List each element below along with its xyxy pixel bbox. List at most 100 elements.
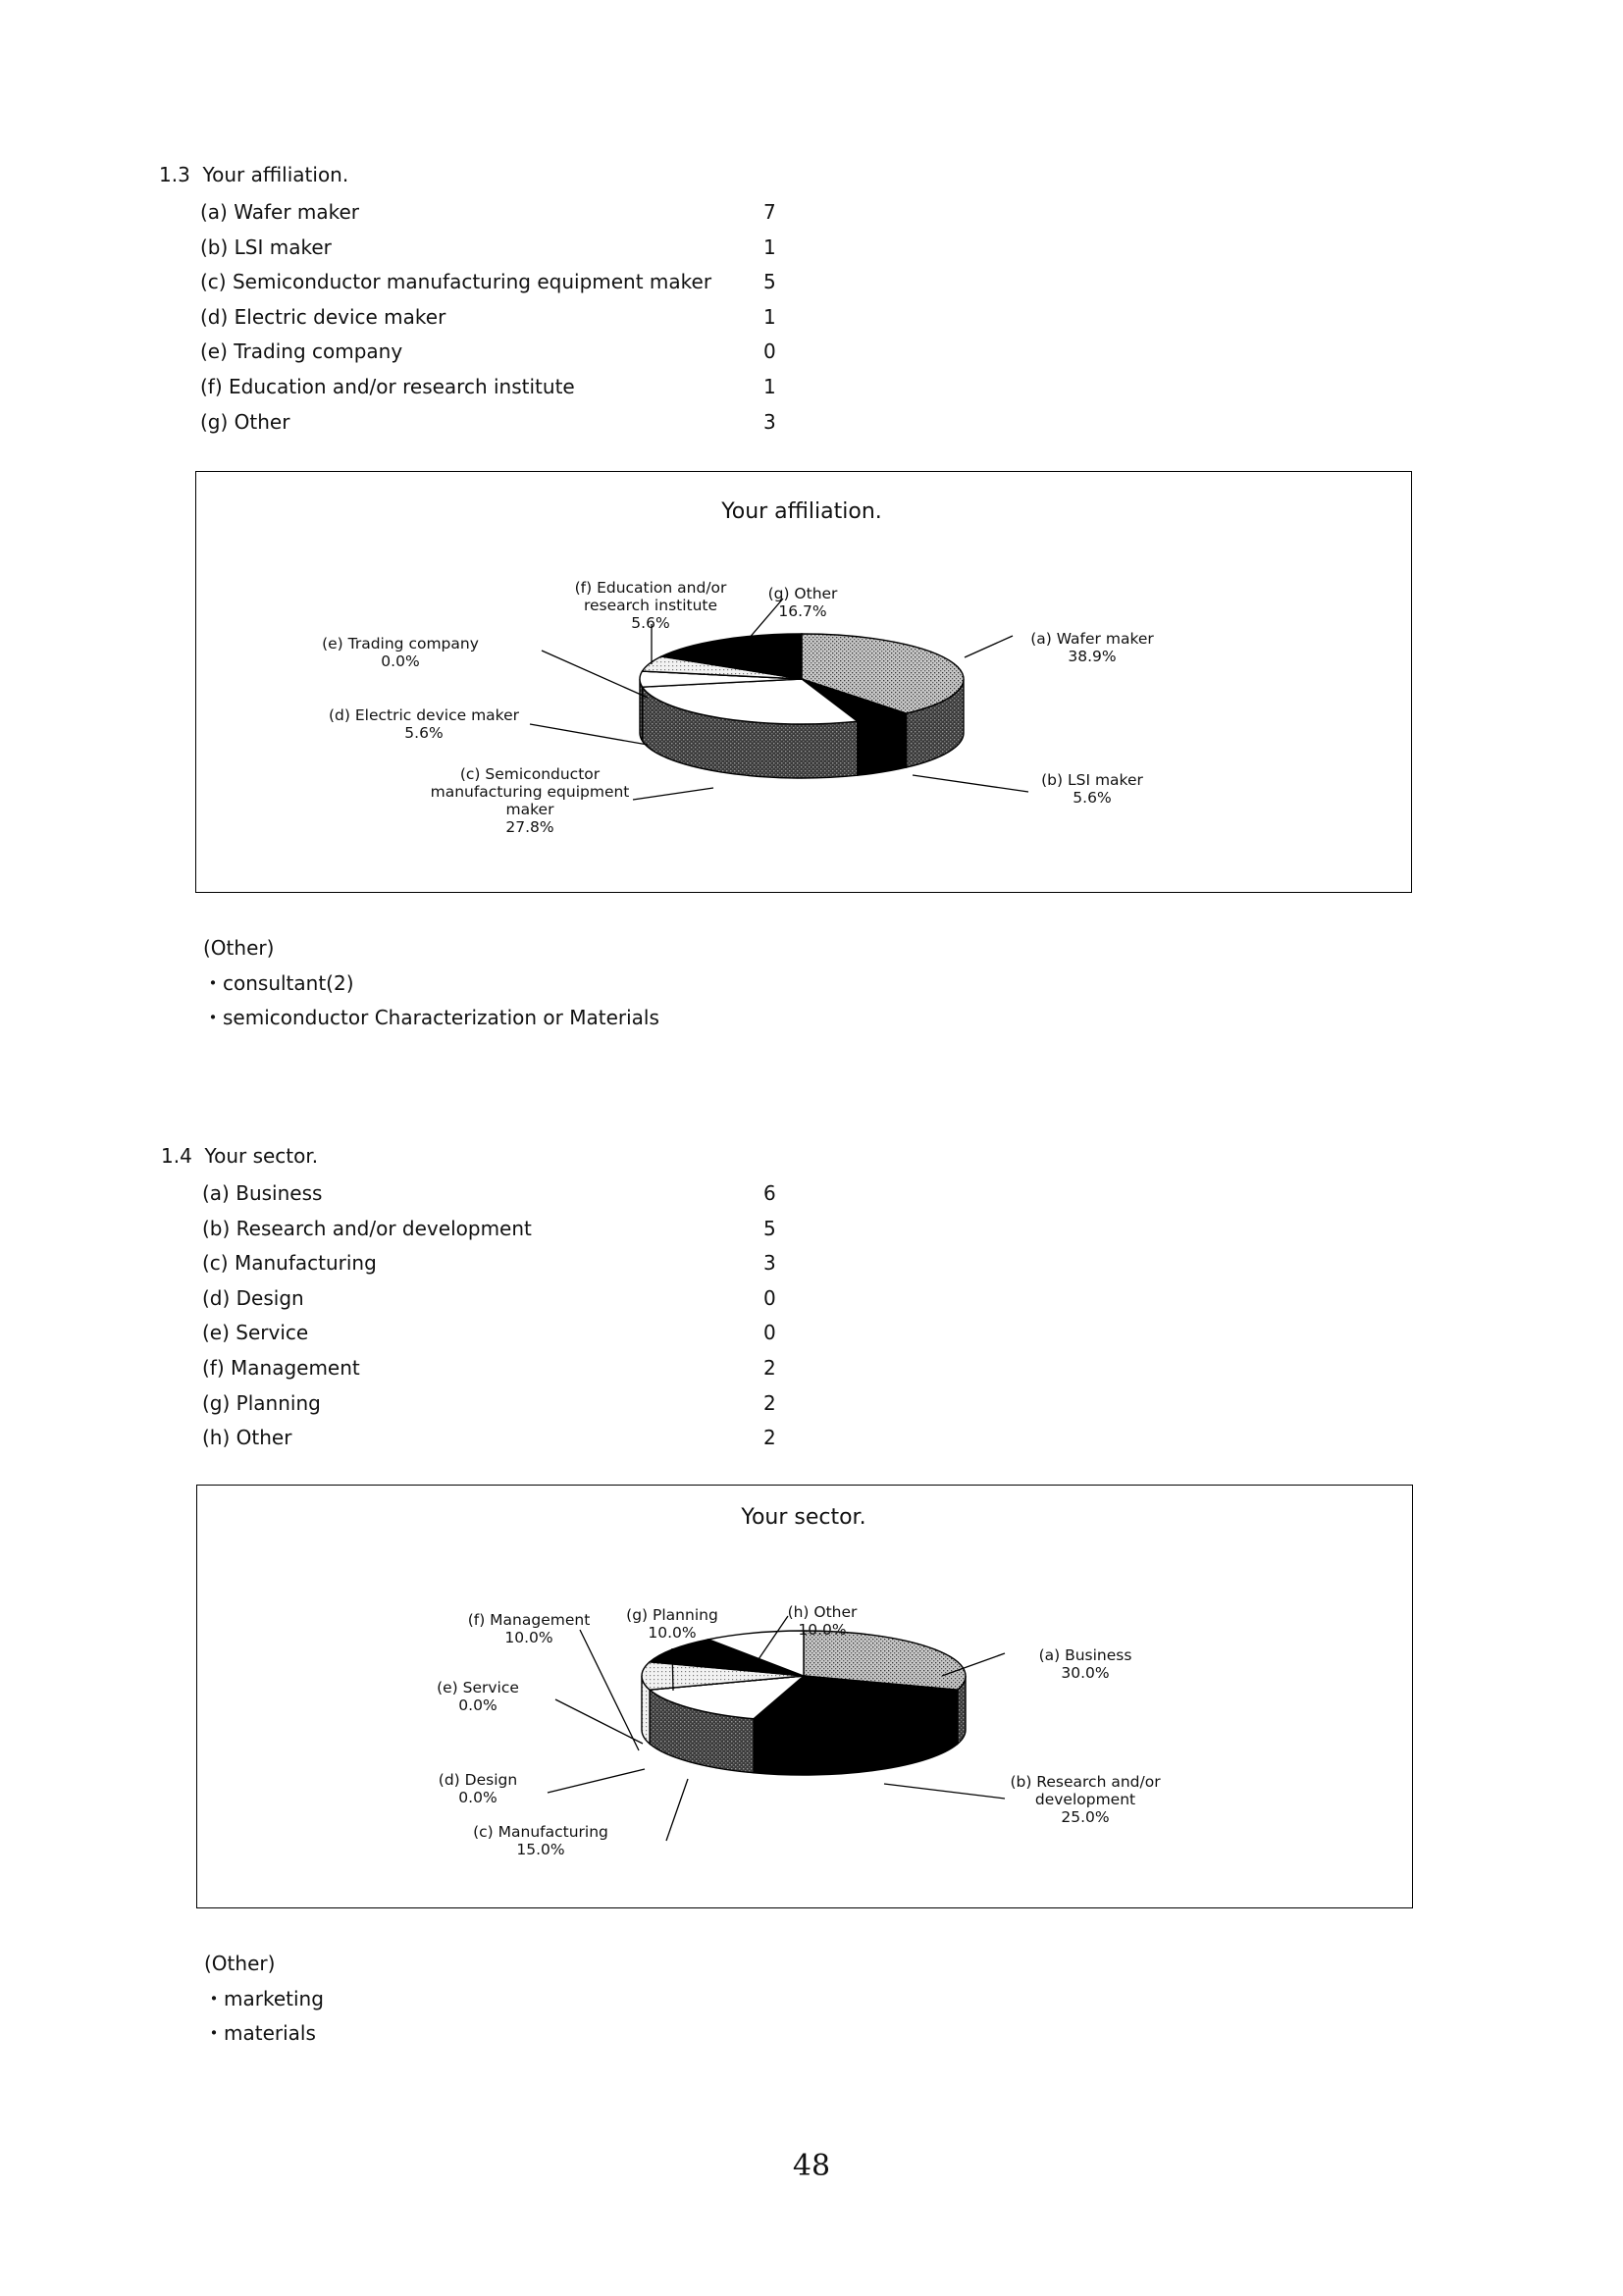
pie-label-text: (f) Management — [468, 1611, 591, 1629]
leader-line — [883, 1783, 1006, 1800]
pie-label-text: (d) Design — [439, 1771, 517, 1789]
pie-slice-side — [639, 678, 644, 744]
leader-line — [529, 723, 649, 746]
list-item: (d) Electric device maker 1 — [200, 300, 789, 336]
leader-line — [579, 1629, 640, 1751]
item-count: 2 — [763, 1390, 776, 1415]
section-heading: Your affiliation. — [202, 163, 349, 186]
pie-label-text: 5.6% — [631, 614, 669, 632]
item-count: 5 — [763, 270, 776, 294]
item-label: (d) Electric device maker — [200, 304, 446, 329]
affiliation-other-block: (Other) ・consultant(2) ・semiconductor Ch… — [203, 931, 659, 1036]
other-item: ・materials — [204, 2021, 316, 2046]
item-count: 2 — [763, 1355, 776, 1380]
item-label: (a) Business — [202, 1181, 323, 1205]
pie-label-text: 30.0% — [1061, 1664, 1109, 1682]
leader-line — [964, 635, 1014, 658]
leader-line — [671, 1647, 674, 1692]
item-count: 0 — [763, 1285, 776, 1310]
item-label: (e) Service — [202, 1321, 309, 1345]
item-count: 1 — [763, 374, 776, 398]
chart-title: Your affiliation. — [720, 499, 882, 524]
item-label: (b) Research and/or development — [202, 1216, 532, 1240]
pie-label-text: manufacturing equipment — [431, 783, 630, 801]
other-item: ・consultant(2) — [203, 970, 354, 995]
pie-label-text: 25.0% — [1061, 1808, 1109, 1826]
section-1-3-heading: 1.3 Your affiliation. — [159, 163, 348, 186]
leader-line — [912, 774, 1029, 793]
item-label: (a) Wafer maker — [200, 200, 360, 224]
pie-label-text: (e) Service — [437, 1679, 519, 1696]
pie-slice — [803, 1630, 967, 1691]
list-item: (g) Planning 2 — [202, 1386, 791, 1422]
leader-line — [941, 1652, 1006, 1677]
list-item: (e) Trading company 0 — [200, 335, 789, 370]
pie-label-text: 0.0% — [458, 1789, 497, 1806]
page-number: 48 — [792, 2149, 831, 2183]
item-label: (h) Other — [202, 1426, 292, 1450]
item-label: (g) Planning — [202, 1390, 321, 1415]
pie-label-text: (h) Other — [788, 1603, 858, 1621]
leader-line — [665, 1778, 689, 1842]
pie-slice — [658, 633, 803, 680]
leader-line — [632, 787, 714, 801]
item-count: 1 — [763, 304, 776, 329]
leader-line — [741, 598, 784, 648]
item-label: (e) Trading company — [200, 339, 403, 364]
pie-slice — [641, 678, 860, 725]
item-label: (g) Other — [200, 409, 290, 434]
pie-label-text: 5.6% — [404, 724, 443, 742]
pie-label-text: (g) Other — [768, 585, 838, 602]
pie-label-text: (e) Trading company — [322, 635, 479, 652]
pie-label-text: (d) Electric device maker — [329, 706, 520, 724]
list-item: (f) Education and/or research institute 1 — [200, 370, 789, 405]
section-1-4-heading: 1.4 Your sector. — [161, 1144, 318, 1168]
pie-label-text: research institute — [584, 597, 717, 614]
item-count: 3 — [763, 1251, 776, 1276]
leader-line — [541, 650, 649, 699]
pie-slice — [801, 633, 965, 714]
pie-label-text: (a) Wafer maker — [1030, 630, 1154, 648]
section-number: 1.3 — [159, 163, 190, 186]
pie-label-text: 27.8% — [505, 818, 553, 836]
section-heading: Your sector. — [204, 1144, 319, 1168]
pie-label-text: 10.0% — [798, 1621, 846, 1639]
item-count: 0 — [763, 339, 776, 364]
pie-label-text: (a) Business — [1039, 1646, 1132, 1664]
pie-label-text: (f) Education and/or — [575, 579, 727, 597]
pie-label-text: maker — [506, 801, 555, 818]
item-label: (d) Design — [202, 1285, 304, 1310]
pie-label-text: (c) Manufacturing — [473, 1823, 608, 1841]
list-item: (c) Semiconductor manufacturing equipmen… — [200, 265, 789, 300]
list-item: (d) Design 0 — [202, 1281, 791, 1317]
pie-label-text: 15.0% — [516, 1841, 564, 1858]
pie-label-text: 16.7% — [778, 602, 826, 620]
pie-label-text: 10.0% — [504, 1629, 552, 1646]
item-label: (c) Manufacturing — [202, 1251, 377, 1276]
pie-label-text: 10.0% — [648, 1624, 696, 1642]
item-label: (f) Education and/or research institute — [200, 374, 575, 398]
pie-label-text: 0.0% — [458, 1696, 497, 1714]
section-number: 1.4 — [161, 1144, 192, 1168]
